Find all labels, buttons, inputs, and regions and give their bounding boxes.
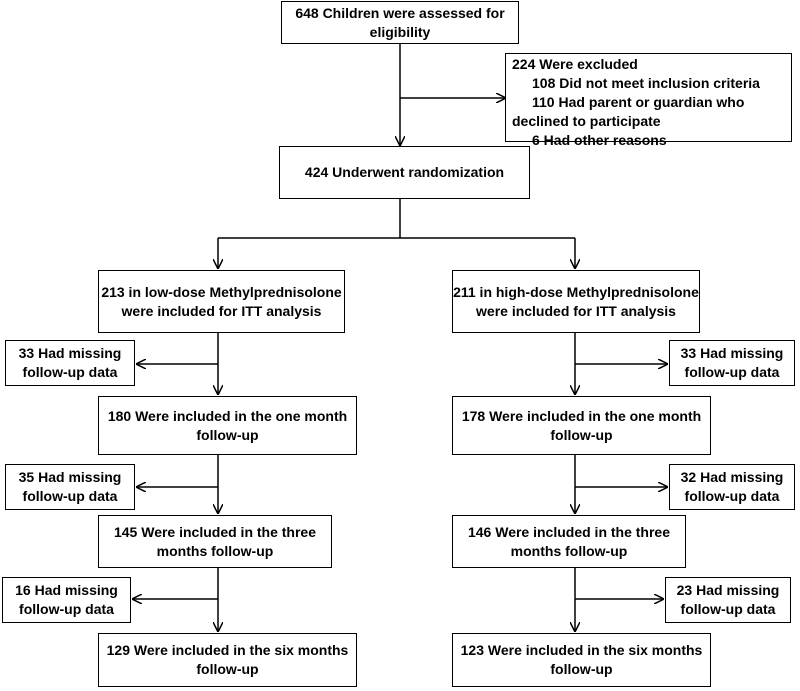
right-missing-3-line-2: follow-up data xyxy=(680,601,776,617)
excluded-item-2: 110 Had parent or guardian who xyxy=(532,94,745,110)
right-missing-3-line-1: 23 Had missing xyxy=(676,582,780,598)
left-six-months-box: 129 Were included in the six months foll… xyxy=(98,633,357,687)
left-one-month-box: 180 Were included in the one month follo… xyxy=(98,396,357,455)
left-one-month-line-1: 180 Were included in the one month xyxy=(107,407,348,424)
right-one-month-line-2: follow-up xyxy=(550,426,613,443)
left-six-months-line-2: follow-up xyxy=(196,661,259,677)
excluded-item-3: 6 Had other reasons xyxy=(532,132,667,148)
right-missing-1-line-1: 33 Had missing xyxy=(680,345,784,361)
right-one-month-box: 178 Were included in the one month follo… xyxy=(452,396,711,455)
left-missing-1-box: 33 Had missing follow-up data xyxy=(5,340,135,386)
left-three-months-box: 145 Were included in the three months fo… xyxy=(98,515,332,568)
assessed-line-1: 648 Children were assessed for xyxy=(295,4,505,21)
left-three-months-line-1: 145 Were included in the three xyxy=(113,523,317,540)
right-six-months-line-2: follow-up xyxy=(550,661,613,677)
randomization-label: 424 Underwent randomization xyxy=(304,164,505,180)
excluded-item-2-continuation: declined to participate xyxy=(512,113,661,129)
left-itt-line-1: 213 in low-dose Methylprednisolone xyxy=(101,283,342,300)
assessed-box: 648 Children were assessed for eligibili… xyxy=(281,1,519,44)
right-missing-2-line-1: 32 Had missing xyxy=(680,469,784,485)
left-three-months-line-2: months follow-up xyxy=(156,542,274,559)
right-three-months-box: 146 Were included in the three months fo… xyxy=(452,515,686,568)
right-missing-2-box: 32 Had missing follow-up data xyxy=(669,464,795,510)
excluded-item-1: 108 Did not meet inclusion criteria xyxy=(532,75,760,91)
left-missing-2-line-2: follow-up data xyxy=(22,488,118,504)
right-six-months-line-1: 123 Were included in the six months xyxy=(460,642,703,658)
left-itt-box: 213 in low-dose Methylprednisolone were … xyxy=(98,270,345,333)
left-missing-3-box: 16 Had missing follow-up data xyxy=(2,577,131,623)
randomization-box: 424 Underwent randomization xyxy=(279,146,530,199)
assessed-line-2: eligibility xyxy=(369,23,431,40)
right-itt-line-1: 211 in high-dose Methylprednisolone xyxy=(453,283,699,300)
excluded-box: 224 Were excluded 108 Did not meet inclu… xyxy=(505,53,792,148)
right-one-month-line-1: 178 Were included in the one month xyxy=(461,407,702,424)
right-missing-1-line-2: follow-up data xyxy=(684,364,780,380)
left-missing-3-line-2: follow-up data xyxy=(19,601,114,617)
left-itt-line-2: were included for ITT analysis xyxy=(121,302,322,319)
excluded-title: 224 Were excluded xyxy=(512,56,638,72)
right-three-months-line-2: months follow-up xyxy=(510,542,628,559)
left-one-month-line-2: follow-up xyxy=(196,426,259,443)
left-missing-2-box: 35 Had missing follow-up data xyxy=(5,464,135,510)
right-missing-3-box: 23 Had missing follow-up data xyxy=(665,577,791,623)
left-missing-3-line-1: 16 Had missing xyxy=(15,582,118,598)
right-six-months-box: 123 Were included in the six months foll… xyxy=(452,633,711,687)
right-itt-box: 211 in high-dose Methylprednisolone were… xyxy=(452,270,700,333)
right-missing-2-line-2: follow-up data xyxy=(684,488,780,504)
left-six-months-line-1: 129 Were included in the six months xyxy=(106,642,349,658)
right-itt-line-2: were included for ITT analysis xyxy=(476,302,676,319)
right-missing-1-box: 33 Had missing follow-up data xyxy=(669,340,795,386)
left-missing-1-line-2: follow-up data xyxy=(22,364,118,380)
left-missing-2-line-1: 35 Had missing xyxy=(18,469,122,485)
left-missing-1-line-1: 33 Had missing xyxy=(18,345,122,361)
right-three-months-line-1: 146 Were included in the three xyxy=(467,523,671,540)
